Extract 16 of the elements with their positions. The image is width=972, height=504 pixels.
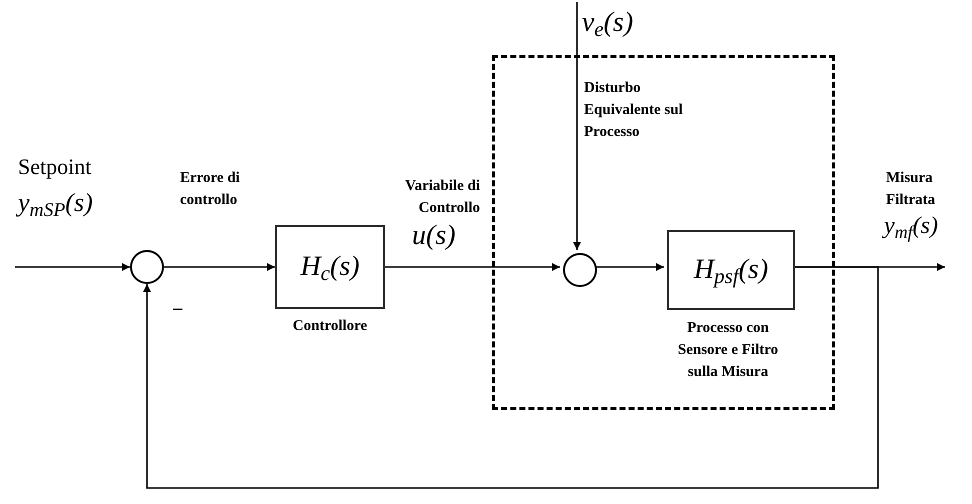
- signal-symbol: v$_{e}$(s): [570, 2, 645, 44]
- transfer-function-block: H$_{psf}$(s): [667, 230, 795, 310]
- signal-arrow: [385, 263, 560, 271]
- signal-arrow: [164, 263, 275, 271]
- signal-label: Setpoint: [18, 156, 92, 178]
- signal-arrow: [573, 2, 581, 250]
- signal-symbol: u(s): [412, 222, 456, 250]
- summing-junction: [563, 253, 597, 287]
- signal-arrow: [143, 266, 879, 489]
- signal-symbol: y$_{mSP}$(s): [18, 190, 93, 216]
- block-caption: Processo con Sensore e Filtro sulla Misura: [676, 319, 780, 382]
- minus-sign: −: [172, 300, 184, 320]
- summing-junction: [130, 250, 164, 284]
- signal-arrow: [15, 263, 130, 271]
- block-caption: Controllore: [292, 317, 368, 336]
- transfer-function-block: H$_{c}$(s): [275, 225, 385, 309]
